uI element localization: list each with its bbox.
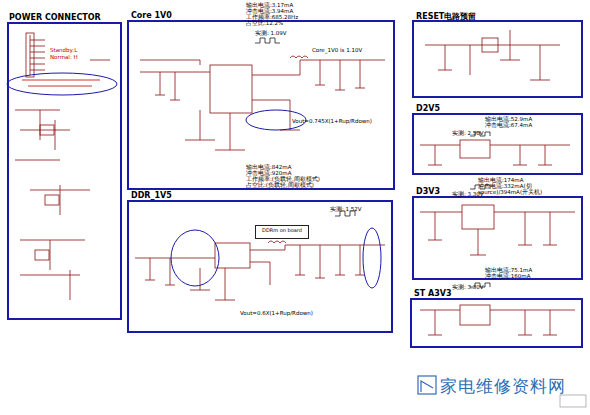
annotation-note: 冲击电流:332mA(切source)/394mA(开关机) (478, 183, 580, 195)
block-title: ST A3V3 (414, 289, 452, 298)
highlight-ellipse (7, 73, 117, 95)
highlight-ellipse (363, 228, 381, 288)
wire (255, 38, 280, 43)
annotation-note: 冲击电流:3.94mA (246, 8, 293, 14)
annotation-note: Standby:L (50, 47, 77, 53)
block-title: DDR_1V5 (131, 191, 172, 200)
annotation-note: 输出电流:3.17mA (246, 2, 293, 8)
annotation-note: 冲击电流:160mA (485, 273, 530, 279)
annotation-note: 实测: 3.30V (452, 191, 484, 197)
annotation-note: Normal: H (50, 54, 78, 60)
symbol-group (255, 38, 490, 287)
annotation-note: 实测: 2.50V (452, 130, 484, 136)
annotation-note: 冲击电流:67.4mA (485, 122, 532, 128)
annotation-note: 输出电流:174mA (478, 177, 523, 183)
wire (420, 212, 575, 255)
highlight-ellipse (171, 230, 219, 286)
chip-label: DDRm on board (256, 226, 308, 234)
component-symbol (40, 125, 54, 135)
component-symbol (215, 243, 250, 268)
component-symbol (35, 250, 49, 260)
annotation-note: 工作频率:685.28Hz (246, 14, 298, 20)
wire (290, 56, 308, 58)
annotation-note: 占空比:12.2% (246, 20, 283, 26)
component-symbol (45, 195, 59, 205)
wire (135, 245, 385, 300)
wire (425, 30, 560, 80)
wire (140, 60, 385, 150)
block-title: D2V5 (416, 104, 440, 113)
wire (15, 60, 110, 300)
annotation-note: 冲击电流:920mA (246, 170, 291, 176)
annotation-note: Core_1V0 is 1.10V (312, 47, 362, 53)
symbol-group (7, 73, 381, 288)
annotation-note: Vout=0.6X(1+Rup/Rdown) (240, 310, 313, 316)
symbol-group (22, 80, 100, 86)
annotation-note: Vout=0.745X(1+Rup/Rdown) (292, 118, 372, 124)
component-symbol (462, 205, 494, 229)
annotation-note: 实测: 1.09V (255, 30, 287, 36)
wire (268, 241, 286, 243)
wire (30, 35, 45, 75)
wire (420, 145, 570, 165)
symbol-group (418, 376, 436, 394)
block-title: D3V3 (416, 187, 440, 196)
component-symbol (460, 305, 490, 325)
component-symbol (482, 38, 498, 52)
component-symbol (560, 395, 586, 407)
circuit-block: RESET电路预留 (412, 20, 583, 98)
circuit-block: ST A3V3 (410, 298, 583, 348)
memory-chip-box: DDRm on board (255, 225, 309, 239)
component-symbol (210, 65, 252, 113)
wire (420, 310, 575, 335)
annotation-note: 实测: 3.30V (452, 284, 484, 290)
annotation-note: 输出电流:75.1mA (485, 267, 532, 273)
watermark: 家电维修资料网 (440, 376, 566, 396)
wire (22, 80, 100, 86)
annotation-note: 占空比:(负载轻,间歇模式) (246, 182, 314, 188)
block-title: Core 1V0 (131, 11, 172, 20)
component-symbol (26, 33, 34, 77)
component-symbol (460, 140, 490, 158)
annotation-note: 输出电流:842mA (246, 164, 291, 170)
wire (421, 381, 433, 392)
annotation-note: 实测: 1.52V (330, 206, 362, 212)
component-symbol (418, 376, 436, 394)
annotation-note: 输出电流:52.9mA (485, 116, 532, 122)
block-title: POWER CONNECTOR (9, 13, 101, 22)
block-title: RESET电路预留 (416, 11, 476, 22)
annotation-note: 工作频率:(负载轻,间歇模式) (246, 176, 320, 182)
circuit-block: POWER CONNECTOR (7, 22, 122, 320)
